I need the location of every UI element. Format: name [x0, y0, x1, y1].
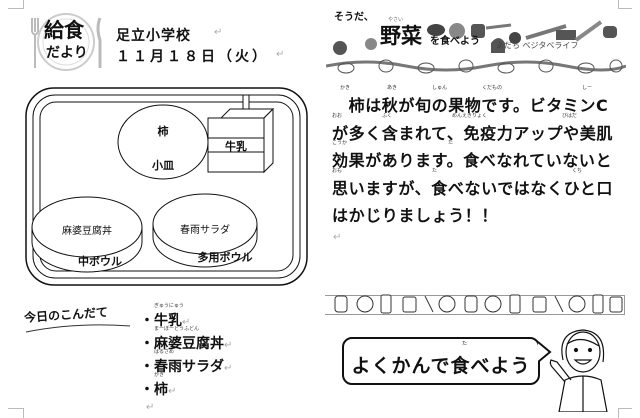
furigana: しー: [582, 85, 593, 91]
furigana: ぎゅうにゅう: [154, 303, 184, 309]
furigana: ふく: [382, 112, 393, 119]
furigana: こうか: [332, 140, 348, 146]
crop-mark: [8, 408, 24, 418]
article-line-text: 効果があります。食べなれていないと: [332, 151, 613, 170]
title-underline: [25, 324, 131, 333]
menu-list: ・牛乳ぎゅうにゅう↵・麻婆豆腐丼まーぼーどうふどん↵・春雨サラダはるさめ↵・柿か…: [140, 303, 233, 398]
article-line-text: が多く含まれて、免疫力アップや美肌: [332, 123, 613, 143]
menu-item-name: 牛乳: [154, 313, 182, 329]
vegetable-banner: そうだ、 やさい 野菜 を食べよう あだち ベジタベライフ: [325, 8, 627, 80]
paragraph-mark: ↵: [224, 363, 233, 374]
slogan-text: よくかんで食べよう: [351, 354, 531, 377]
banner-title-tail: を食べよう: [430, 36, 480, 47]
middle-bowl-food: 麻婆豆腐丼: [62, 226, 112, 237]
banner-ruby: やさい: [388, 17, 404, 23]
menu-item-name: 春雨サラダ: [154, 359, 224, 375]
bullet: ・: [140, 382, 154, 398]
crop-mark: [618, 408, 632, 418]
article-line-text: 思いますが、食べないではなくひと口: [332, 178, 613, 198]
menu-item-name: 麻婆豆腐丼: [154, 336, 224, 352]
paragraph-mark: ↵: [214, 27, 223, 38]
banner-title: 野菜: [380, 24, 422, 48]
furigana: おも: [332, 167, 343, 174]
multi-bowl-food: 春雨サラダ: [180, 225, 230, 236]
furigana: しゅん: [432, 85, 448, 91]
milk-label: 牛乳: [225, 140, 247, 153]
persimmon-article: 柿は秋が旬の果物です。ビタミンC かき あき しゅん くだもの しーが多く含まれて、免疫力…: [332, 85, 622, 225]
logo-title: 給食: [44, 18, 84, 42]
tray-diagram: [25, 87, 308, 286]
small-plate-food: 柿: [157, 125, 169, 138]
small-plate-label: 小皿: [152, 159, 174, 172]
utensils-border: [325, 294, 625, 315]
utensil-icons: [334, 294, 623, 314]
teacher-illustration: [549, 329, 608, 412]
paragraph-mark: ↵: [333, 232, 342, 243]
furigana: はるさめ: [154, 349, 175, 355]
vegetable-illustrations: [325, 20, 627, 74]
furigana: まーぼーどうふどん: [154, 326, 200, 332]
paragraph-mark: ↵: [182, 317, 191, 328]
menu-item: ・春雨サラダ はるさめ ↵: [140, 349, 233, 375]
issue-date: １１月１８日（火）: [116, 49, 269, 65]
paragraph-mark: ↵: [146, 402, 155, 413]
furigana: た: [448, 140, 454, 146]
banner-subtitle: あだち ベジタベライフ: [496, 41, 579, 50]
furigana: かき: [154, 372, 165, 378]
article-line-text: 柿は秋が旬の果物です。ビタミンC: [332, 96, 609, 115]
article-line: 柿は秋が旬の果物です。ビタミンC かき あき しゅん くだもの しー: [332, 85, 622, 115]
furigana: くだもの: [482, 85, 503, 91]
article-line: 思いますが、食べないではなくひと口 おも た くち: [332, 167, 622, 198]
menu-item-name: 柿: [154, 382, 168, 398]
bullet: ・: [140, 336, 154, 352]
furigana: めんえきりょく: [452, 112, 487, 119]
lunch-newsletter-logo: 給食 だより: [26, 12, 106, 72]
paragraph-mark: ↵: [276, 49, 285, 60]
banner-lead: そうだ、: [334, 12, 374, 23]
slogan-bubble: よくかんで食べよう: [342, 337, 540, 385]
multi-bowl: [152, 193, 258, 268]
multi-bowl-label: 多用ボウル: [197, 251, 253, 264]
logo-subtitle: だより: [46, 45, 88, 61]
crop-mark: [8, 0, 24, 9]
article-line: が多く含まれて、免疫力アップや美肌 おお ふく めんえきりょく びはだ: [332, 112, 622, 143]
furigana: かき: [340, 85, 351, 91]
bullet: ・: [140, 313, 154, 329]
furigana: おお: [332, 112, 343, 119]
article-line: 効果があります。食べなれていないと こうか た: [332, 140, 622, 170]
middle-bowl: [31, 196, 143, 273]
bubble-tail: [538, 341, 552, 363]
menu-item: ・牛乳 ぎゅうにゅう ↵: [140, 303, 232, 329]
middle-bowl-label: 中ボウル: [78, 255, 122, 268]
milk-carton: [207, 94, 275, 174]
furigana: あき: [387, 85, 398, 91]
paragraph-mark: ↵: [168, 386, 177, 397]
school-name: 足立小学校: [116, 28, 191, 44]
lunch-tray: 柿 小皿 牛乳 麻婆豆腐丼 中ボウル 春雨サラダ 多用ボウル: [25, 87, 308, 286]
plate-cutlery-icon: [31, 13, 102, 71]
slogan-ruby: た: [462, 341, 468, 347]
article-line: はかじりましょう！！: [332, 196, 622, 225]
furigana: くち: [572, 167, 583, 174]
furigana: びはだ: [562, 112, 577, 119]
article-line-text: はかじりましょう！！: [332, 206, 499, 225]
menu-item: ・麻婆豆腐丼 まーぼーどうふどん ↵: [140, 326, 233, 352]
paragraph-mark: ↵: [224, 340, 233, 351]
crop-mark: [618, 0, 632, 9]
furigana: た: [432, 167, 438, 174]
menu-item: ・柿 かき ↵: [140, 372, 232, 398]
bullet: ・: [140, 359, 154, 375]
